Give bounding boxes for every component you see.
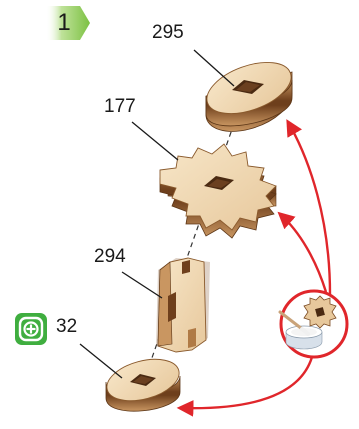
part-label-177: 177 xyxy=(104,96,136,117)
glue-arrow-to-295 xyxy=(286,119,332,295)
glue-arrow-to-32 xyxy=(176,356,314,417)
part-label-294: 294 xyxy=(94,246,126,267)
leader-line-295 xyxy=(193,49,235,87)
step-number: 1 xyxy=(57,9,71,36)
leader-line-294 xyxy=(121,271,163,299)
glue-arrow-to-177 xyxy=(277,211,328,293)
parts-bag-icon xyxy=(14,312,48,346)
step-arrow-shape xyxy=(46,6,90,40)
assembly-axis-line xyxy=(139,97,244,393)
part-294-shaft xyxy=(156,257,210,353)
part-32-disc xyxy=(105,358,181,412)
part-177-gear xyxy=(159,143,277,239)
leader-line-32 xyxy=(79,343,123,379)
part-label-32: 32 xyxy=(56,316,78,337)
leader-line-177 xyxy=(131,121,179,161)
glue-pot-icon xyxy=(278,289,349,359)
step-badge: 1 xyxy=(46,6,90,40)
part-295-disc xyxy=(205,61,293,132)
part-label-295: 295 xyxy=(152,22,184,43)
